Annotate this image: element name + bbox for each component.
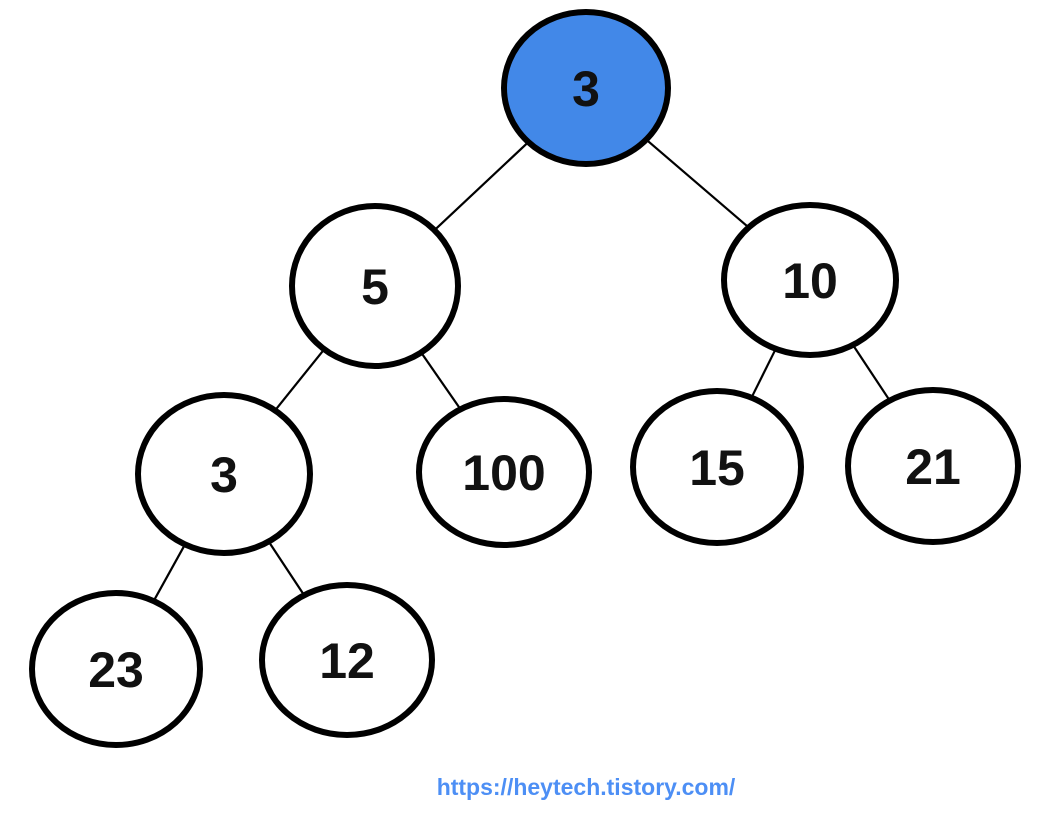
tree-edge-root-n5 [433,141,530,231]
tree-node-circle [416,396,592,548]
tree-edge-n10-n21 [852,344,891,402]
tree-node-n15: 15 [630,388,804,546]
tree-node-circle [845,387,1021,545]
tree-node-n23: 23 [29,590,203,748]
tree-node-circle [289,203,461,369]
tree-node-n12: 12 [259,582,435,738]
footer: https://heytech.tistory.com/ [0,774,1044,801]
tree-node-n5: 5 [289,203,461,369]
tree-node-circle [135,392,313,556]
tree-node-n10: 10 [721,202,899,358]
tree-edge-n3b-n23 [152,543,186,602]
tree-node-label: 100 [462,445,545,501]
tree-node-label: 23 [88,642,144,698]
tree-node-circle [29,590,203,748]
tree-node-circle-highlighted [501,9,671,167]
tree-node-n100: 100 [416,396,592,548]
tree-node-circle [259,582,435,738]
tree-node-n21: 21 [845,387,1021,545]
tree-node-label: 15 [689,440,745,496]
tree-edge-root-n10 [645,138,750,229]
tree-edge-n5-n100 [420,351,462,410]
source-url-link[interactable]: https://heytech.tistory.com/ [436,774,736,800]
tree-edge-n3b-n12 [267,540,306,596]
tree-node-label: 5 [361,259,389,315]
tree-node-root: 3 [501,9,671,167]
tree-node-circle [630,388,804,546]
tree-node-label: 12 [319,633,375,689]
tree-node-circle [721,202,899,358]
tree-node-label: 21 [905,439,961,495]
tree-node-label: 3 [572,61,600,117]
tree-edge-n10-n15 [750,348,777,399]
tree-node-label: 3 [210,447,238,503]
tree-node-label: 10 [782,253,838,309]
tree-node-n3b: 3 [135,392,313,556]
tree-edge-n5-n3b [274,348,326,412]
